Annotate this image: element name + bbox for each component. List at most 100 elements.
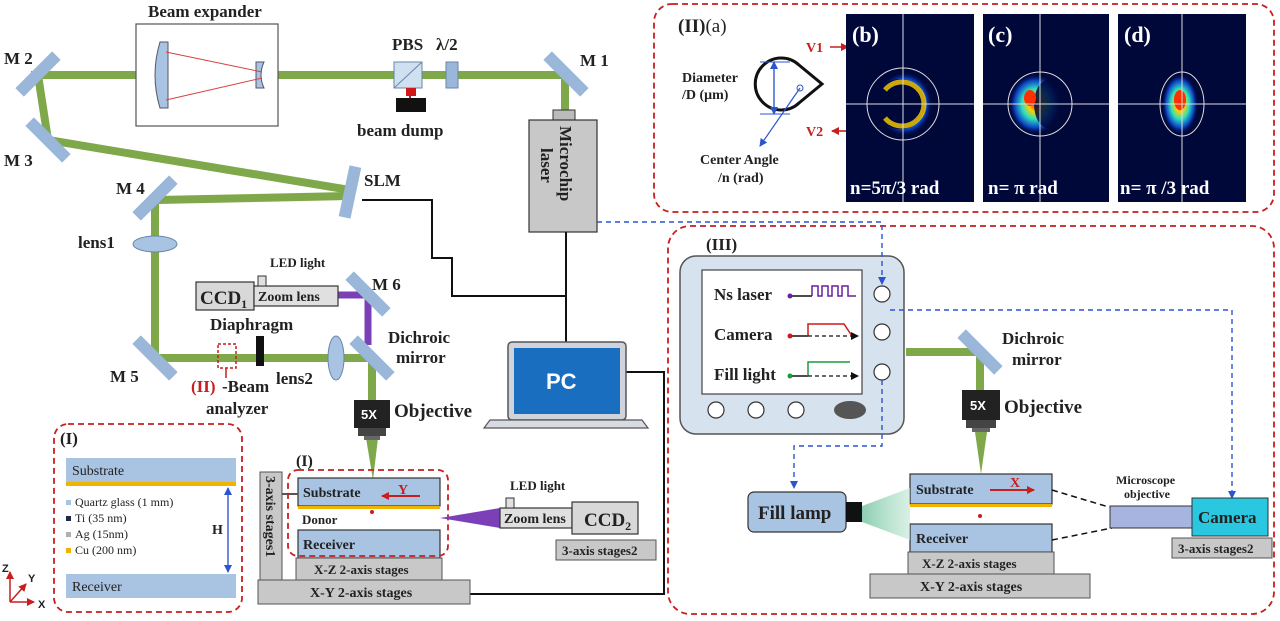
half-wave-plate xyxy=(445,61,459,89)
zoom-lens-1 xyxy=(253,285,339,307)
objective-2-mag: 5X xyxy=(970,398,986,413)
mirror-m6 xyxy=(345,271,391,317)
stage-substrate xyxy=(297,477,441,507)
expander-lens-large xyxy=(154,41,169,109)
stage-receiver xyxy=(297,529,441,559)
zoom-lens-1-label: Zoom lens xyxy=(258,290,320,305)
mirror-m4 xyxy=(132,175,178,221)
laser-head xyxy=(552,109,576,121)
mirror-m1 xyxy=(543,51,589,97)
green-beam-path xyxy=(31,70,569,404)
focus-beam xyxy=(366,438,378,480)
signal-fill-light: Fill light xyxy=(714,365,776,384)
violet-beam-path xyxy=(338,291,372,345)
mirror-m3 xyxy=(25,117,71,163)
ccd2-body xyxy=(571,501,639,535)
zoom-lens-2-label: Zoom lens xyxy=(504,512,566,527)
legend-cu: Cu (200 nm) xyxy=(75,543,136,557)
focus-beam-2 xyxy=(975,432,987,474)
legend-ti: Ti (35 nm) xyxy=(75,511,127,525)
dichroic-mirror-2 xyxy=(957,329,1003,375)
camera xyxy=(1191,497,1269,537)
axis-indicator xyxy=(6,571,35,606)
iii-stages2-label: 3-axis stages2 xyxy=(1178,541,1253,556)
profile-b-caption: n=5π/3 rad xyxy=(850,178,940,199)
stage-i-frame xyxy=(287,469,449,557)
pc-label: PC xyxy=(546,369,577,394)
panel-iii-frame xyxy=(667,225,1275,615)
profile-c-tag: (c) xyxy=(988,22,1012,47)
dichroic-mirror-1 xyxy=(349,335,395,381)
slm-label: SLM xyxy=(364,171,401,190)
diaphragm xyxy=(256,336,264,366)
microchip-laser xyxy=(528,119,598,233)
objective-2-body xyxy=(962,390,1000,420)
mirror-m5 xyxy=(132,335,178,381)
pulse-generator-screen xyxy=(701,269,863,395)
pacman-beam-shape xyxy=(753,56,825,112)
half-wave-label: λ/2 xyxy=(436,35,458,54)
cables xyxy=(362,199,665,595)
stage-receiver-label: Receiver xyxy=(303,538,355,553)
profile-d-tag: (d) xyxy=(1124,22,1151,47)
beam-analyzer-line1: -Beam xyxy=(222,377,269,396)
v1-label: V1 xyxy=(806,41,823,56)
m1-label: M 1 xyxy=(580,51,609,70)
led-light-2-box xyxy=(505,497,515,509)
microscope-objective xyxy=(1109,505,1195,529)
ccd2-label: CCD2 xyxy=(584,510,631,533)
stages1-label: 3-axis stages1 xyxy=(262,476,277,557)
trigger-lines xyxy=(597,221,1236,499)
profile-b: (b) n=5π/3 rad xyxy=(846,14,974,202)
dichroic2-label-line2: mirror xyxy=(1012,350,1062,369)
fill-lamp-beam xyxy=(862,488,910,540)
beam-dump-block xyxy=(396,98,426,112)
diaphragm-label: Diaphragm xyxy=(210,315,293,334)
expander-rays xyxy=(165,51,263,101)
xy-stages-left-label: X-Y 2-axis stages xyxy=(310,586,413,601)
panel-iii-tag: (III) xyxy=(706,235,737,254)
beam-expander-label: Beam expander xyxy=(148,2,262,21)
led-light-1-label: LED light xyxy=(270,255,326,270)
beam-analyzer-marker xyxy=(217,343,237,369)
v2-label: V2 xyxy=(806,125,823,140)
iii-xz-stages-label: X-Z 2-axis stages xyxy=(922,556,1017,571)
iii-xy-stages-label: X-Y 2-axis stages xyxy=(920,580,1023,595)
dichroic2-label-line1: Dichroic xyxy=(1002,329,1064,348)
mirror-m2 xyxy=(15,51,61,97)
iii-substrate-label: Substrate xyxy=(916,483,974,498)
lens1 xyxy=(132,235,178,253)
panel-i-substrate-label: Substrate xyxy=(72,464,124,479)
legend-quartz: Quartz glass (1 mm) xyxy=(75,495,173,509)
camera-label: Camera xyxy=(1198,508,1257,527)
stages2-left-label: 3-axis stages2 xyxy=(562,543,637,558)
profile-d: (d) n= π /3 rad xyxy=(1118,14,1246,202)
led-light-2-label: LED light xyxy=(510,478,566,493)
panel-i-tag: (I) xyxy=(60,429,78,448)
panel-i-frame xyxy=(53,423,243,613)
stage-i-tag: (I) xyxy=(296,453,313,470)
iii-stages2 xyxy=(1171,537,1273,559)
trace-camera xyxy=(790,323,859,340)
mirror-slm xyxy=(338,165,362,219)
camera-sightlines xyxy=(1051,489,1113,541)
objective-1-label: Objective xyxy=(394,401,472,422)
objective-2-label: Objective xyxy=(1004,397,1082,418)
panel-i-receiver xyxy=(66,574,236,598)
m6-label: M 6 xyxy=(372,275,401,294)
trace-fill-light xyxy=(790,361,859,380)
stage-substrate-label: Substrate xyxy=(303,486,361,501)
panel-i-legend: Quartz glass (1 mm) Ti (35 nm) Ag (15nm)… xyxy=(66,495,173,557)
lens2-label: lens2 xyxy=(276,369,313,388)
beam-analyzer-line2: analyzer xyxy=(206,399,269,418)
axis-y: Y xyxy=(28,573,36,585)
microscope-line1: Microscope xyxy=(1116,473,1176,487)
dichroic1-label-line2: mirror xyxy=(396,348,446,367)
dichroic1-label-line1: Dichroic xyxy=(388,328,450,347)
panel-ii-frame xyxy=(653,3,1275,213)
beam-iii xyxy=(906,348,984,390)
fill-lamp-label: Fill lamp xyxy=(758,503,831,524)
panel-i-substrate xyxy=(66,458,236,482)
iii-receiver xyxy=(909,523,1053,553)
